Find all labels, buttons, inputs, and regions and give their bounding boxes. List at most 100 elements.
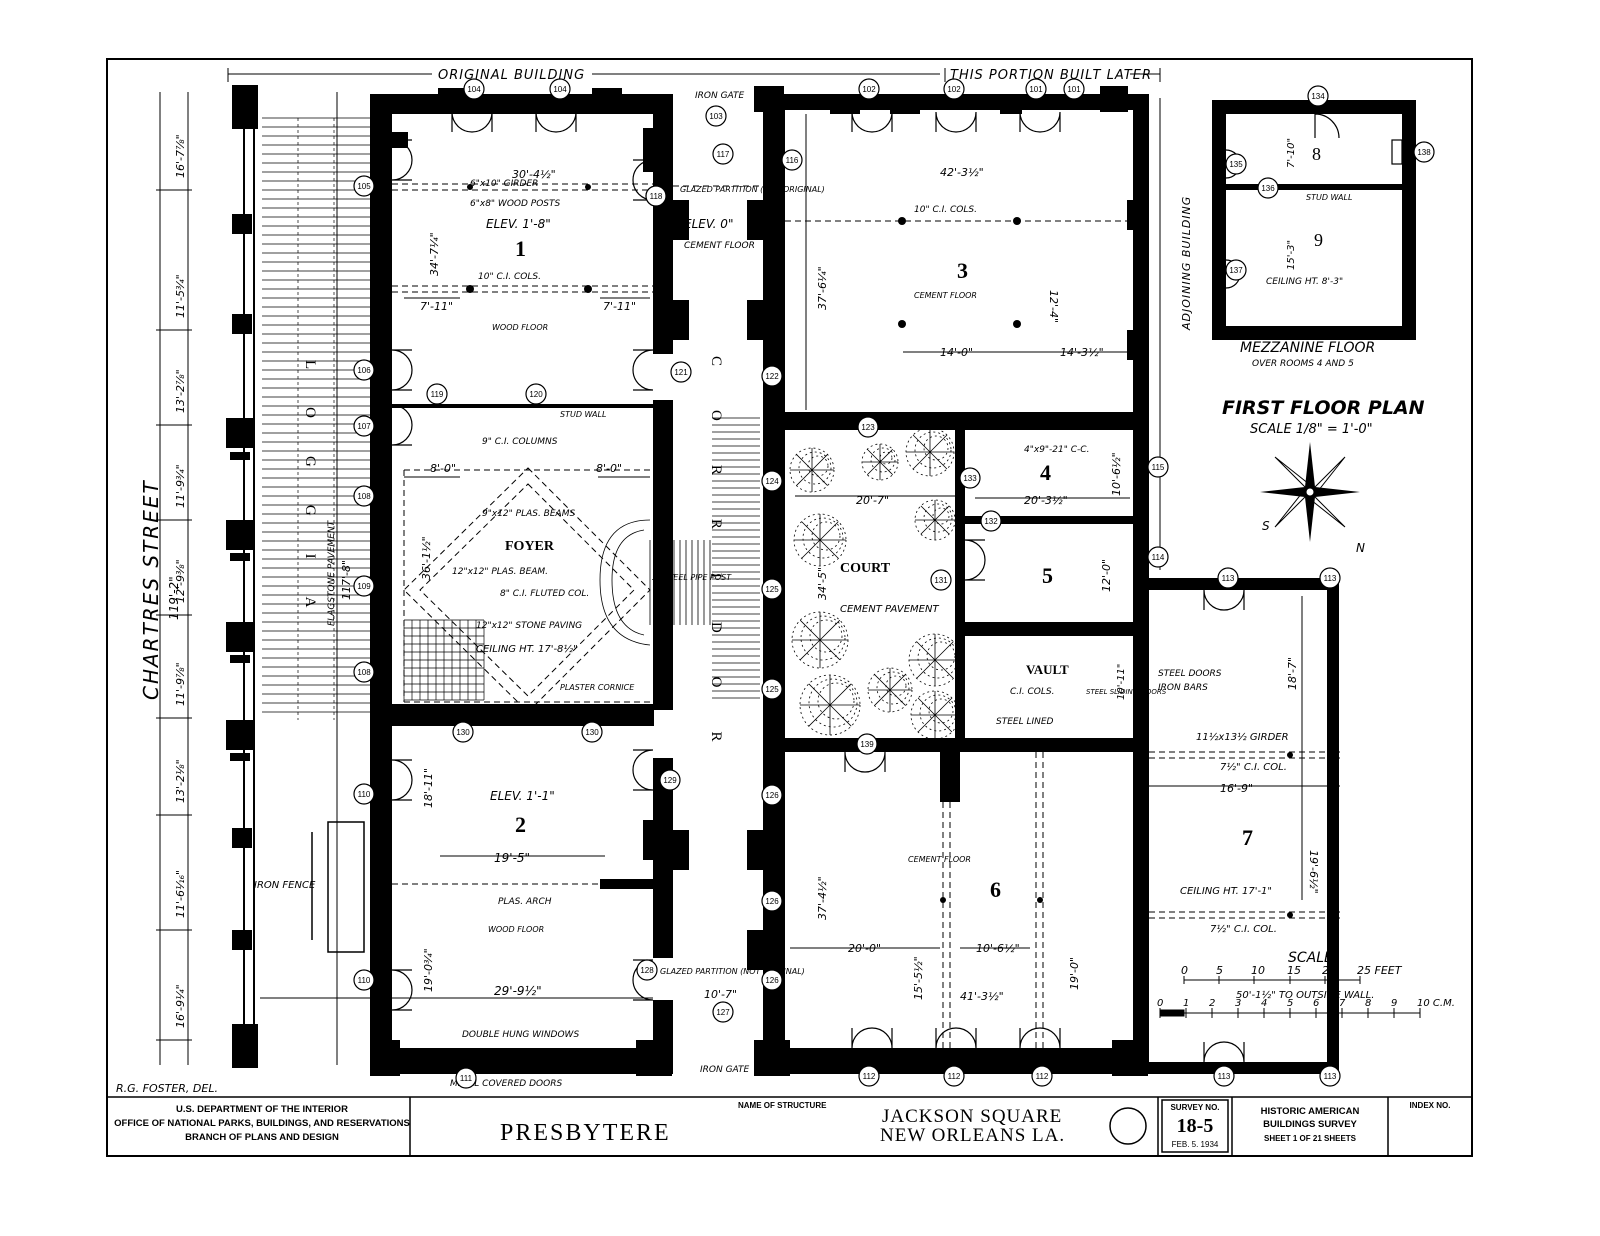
street-dim-label: 11'-9¾" (174, 464, 187, 508)
feet-tick-label: 20 (1322, 964, 1336, 977)
room-7-dim-h: 18'-7" (1286, 657, 1299, 690)
plan-scale: SCALE 1/8" = 1'-0" (1250, 422, 1373, 437)
room-5-number: 5 (1042, 563, 1053, 588)
room-2-doors: METAL COVERED DOORS (450, 1079, 562, 1089)
door-tag: 131 (930, 569, 952, 591)
scale-title: SCALE (1288, 950, 1333, 966)
svg-text:112: 112 (863, 1072, 876, 1081)
corridor-label: CORRIDOR (708, 356, 724, 786)
door-tag: 101 (1063, 78, 1085, 100)
street-name: CHARTRES STREET (139, 479, 163, 700)
feet-tick-label: 0 (1181, 964, 1188, 977)
mezzanine-room-8: 8 (1312, 144, 1321, 164)
court-planting (789, 427, 962, 740)
room-2-dim-upper: 18'-11" (422, 768, 435, 808)
street-overall-dim: 119'-2" (167, 576, 181, 620)
foyer-dim-1: 8'-0" (430, 462, 456, 475)
location-line-2: NEW ORLEANS LA. (880, 1125, 1065, 1146)
interior-dim-lines (260, 98, 1340, 999)
survey-label: SURVEY NO. (1170, 1103, 1219, 1112)
plan-title: FIRST FLOOR PLAN (1222, 397, 1425, 419)
street-dim-label: 16'-9¼" (174, 984, 187, 1028)
door-tag: 110 (353, 783, 375, 805)
room-4-beam: 4"x9"-21" C-C. (1024, 445, 1089, 455)
street-dimensions: 16'-7⅞"11'-5¾"13'-2⅞"11'-9¾"12'-9⅜"11'-9… (156, 134, 192, 1041)
room-6-dim-b: 10'-6½" (976, 942, 1020, 955)
adjoining-building-label: ADJOINING BUILDING (1180, 196, 1193, 331)
door-tag: 115 (1147, 456, 1169, 478)
svg-text:113: 113 (1324, 1072, 1337, 1081)
corridor-partition-bottom: GLAZED PARTITION (NOT ORIGINAL) (660, 967, 805, 976)
svg-text:112: 112 (948, 1072, 961, 1081)
location-line-1: JACKSON SQUARE (882, 1106, 1062, 1127)
door-tag: 127 (712, 1001, 734, 1023)
room-1-girder: 6"x10" GIRDER (470, 179, 538, 189)
street-dim-lines (159, 92, 338, 1065)
room-7-dim-w: 16'-9" (1220, 782, 1253, 795)
door-tag: 120 (525, 383, 547, 405)
room-3-cols: 10" C.I. COLS. (914, 205, 977, 215)
room-2-elev: ELEV. 1'-1" (490, 789, 555, 803)
foyer-beams-label: 9"x12" PLAS. BEAMS (482, 509, 575, 519)
room-3-floor: CEMENT FLOOR (914, 291, 977, 300)
wall-piers (370, 86, 1148, 1076)
room-7-number: 7 (1242, 825, 1253, 850)
svg-text:102: 102 (947, 85, 961, 94)
steel-pipe-post: 3" STEEL PIPE POST (652, 573, 732, 582)
court-dim-h: 34'-5" (816, 567, 829, 600)
room-1-dim-right: 7'-11" (603, 300, 636, 313)
svg-text:106: 106 (357, 366, 371, 375)
door-tag: 132 (980, 510, 1002, 532)
vault-cols: C.I. COLS. (1010, 687, 1054, 697)
svg-text:136: 136 (1261, 184, 1275, 193)
door-tag: 101 (1025, 78, 1047, 100)
svg-text:119: 119 (431, 390, 444, 399)
sheet-count: SHEET 1 OF 21 SHEETS (1264, 1134, 1357, 1143)
door-tag: 125 (761, 578, 783, 600)
door-tag: 133 (959, 467, 981, 489)
svg-text:122: 122 (765, 372, 779, 381)
stud-wall-label: STUD WALL (560, 410, 606, 419)
vault-lined: STEEL LINED (996, 717, 1054, 727)
svg-text:133: 133 (963, 474, 977, 483)
door-tag: 117 (712, 143, 734, 165)
door-tag: 105 (353, 175, 375, 197)
room-4-number: 4 (1040, 460, 1051, 485)
door-tag: 108 (353, 661, 375, 683)
later-portion-label: THIS PORTION BUILT LATER (950, 68, 1152, 83)
cm-tick-label: 6 (1313, 998, 1319, 1009)
survey-number: 18-5 (1177, 1115, 1214, 1137)
plaster-cornice-label: PLASTER CORNICE (560, 683, 635, 692)
svg-text:138: 138 (1417, 148, 1431, 157)
foyer-dim-height: 36'-1½" (420, 536, 433, 580)
room-1-posts: 6"x8" WOOD POSTS (470, 199, 560, 209)
room-7-girder: 11½x13½ GIRDER (1196, 731, 1289, 743)
vault-dim: 10'-11" (1116, 664, 1127, 700)
door-tag: 130 (581, 721, 603, 743)
room-7-dim-h2: 19'-6½" (1307, 850, 1320, 894)
habs-line-1: HISTORIC AMERICAN (1261, 1106, 1360, 1117)
svg-text:108: 108 (357, 492, 371, 501)
mezzanine-walls (1212, 100, 1416, 340)
svg-text:110: 110 (358, 790, 371, 799)
foyer-col-label: 8" C.I. FLUTED COL. (500, 589, 589, 599)
svg-text:118: 118 (650, 192, 663, 201)
svg-text:139: 139 (860, 740, 874, 749)
svg-text:115: 115 (1152, 463, 1165, 472)
corridor-elev: ELEV. 0" (684, 217, 733, 231)
compass-south: S (1262, 519, 1270, 533)
svg-text:126: 126 (765, 897, 779, 906)
cm-tick-label: 9 (1391, 998, 1397, 1009)
mezzanine-dim-a: 7'-10" (1286, 138, 1297, 168)
svg-text:120: 120 (529, 390, 543, 399)
svg-text:125: 125 (765, 585, 779, 594)
svg-text:113: 113 (1222, 574, 1235, 583)
door-tag: 136 (1257, 177, 1279, 199)
door-tag: 113 (1213, 1065, 1235, 1087)
name-of-structure-label: NAME OF STRUCTURE (738, 1101, 827, 1110)
feet-tick-label: 10 (1251, 964, 1265, 977)
svg-text:110: 110 (358, 976, 371, 985)
corridor-floor: CEMENT FLOOR (684, 241, 755, 251)
